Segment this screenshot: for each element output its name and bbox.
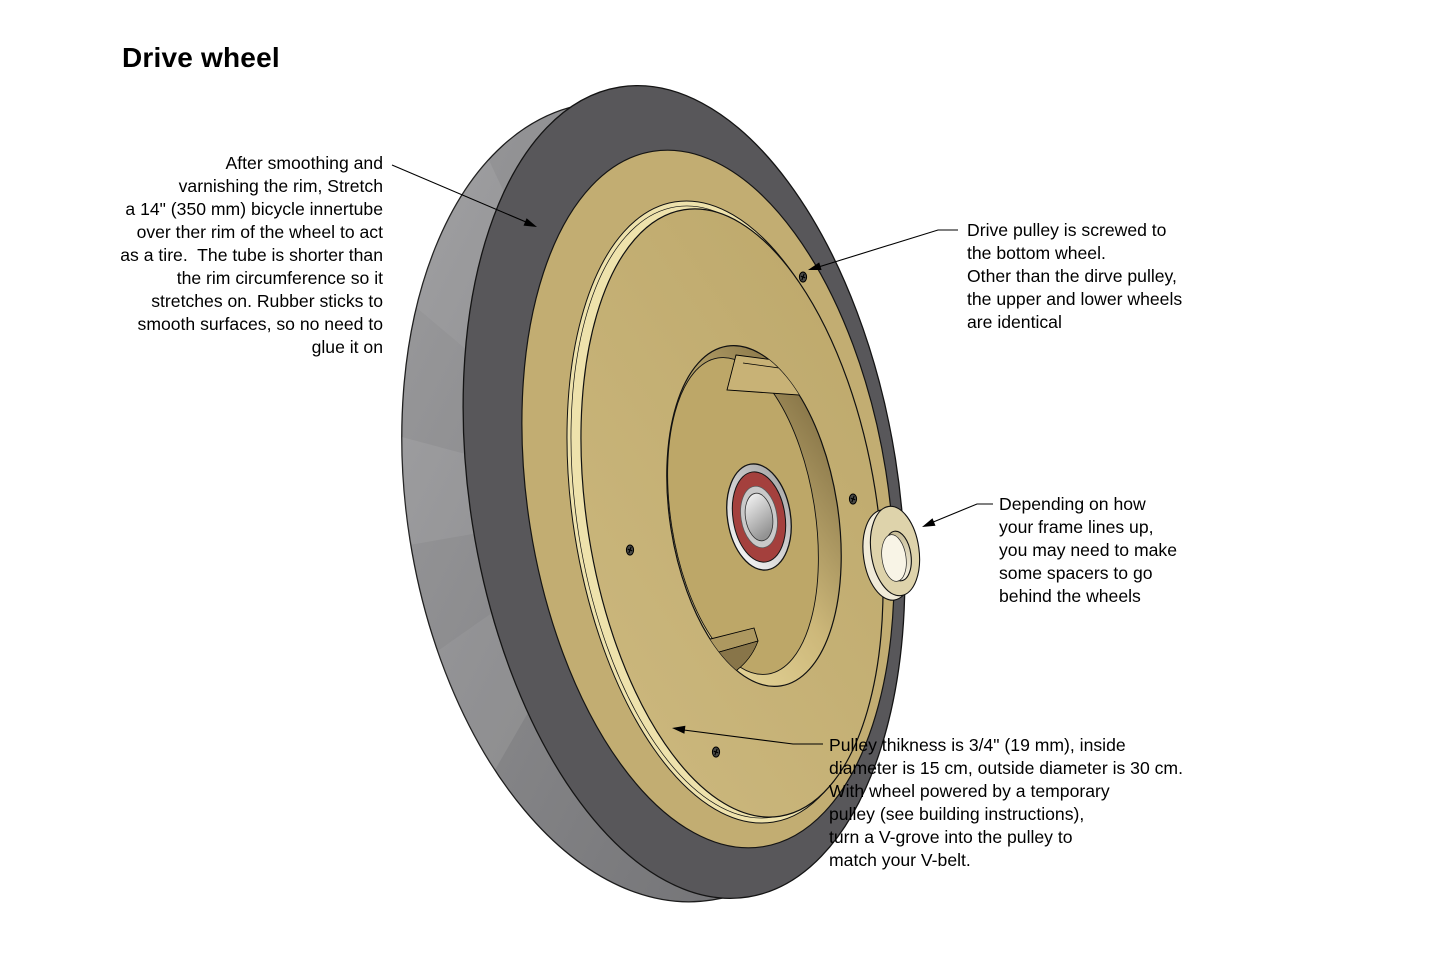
bearing-bore bbox=[744, 492, 774, 542]
arrowhead-icon bbox=[672, 725, 686, 734]
leader-lines bbox=[391, 164, 993, 745]
arrowhead-icon bbox=[523, 218, 537, 227]
screw-icon bbox=[711, 746, 721, 758]
arrowheads bbox=[523, 218, 936, 734]
tire-leader-line bbox=[391, 164, 534, 226]
bearing bbox=[726, 463, 792, 571]
spacer-bore-far-wall bbox=[881, 534, 907, 582]
page-title: Drive wheel bbox=[122, 42, 280, 73]
screw-icon bbox=[848, 493, 858, 505]
spacer-ring bbox=[862, 505, 921, 601]
arrowhead-icon bbox=[808, 262, 822, 270]
arrowhead-icon bbox=[922, 518, 936, 527]
drive-pulley-leader-line bbox=[811, 229, 958, 270]
spacer-leader-line bbox=[925, 503, 993, 526]
pulley-spec-leader-line bbox=[675, 728, 823, 745]
screw-icon bbox=[798, 271, 808, 283]
screw-icon bbox=[625, 544, 635, 556]
